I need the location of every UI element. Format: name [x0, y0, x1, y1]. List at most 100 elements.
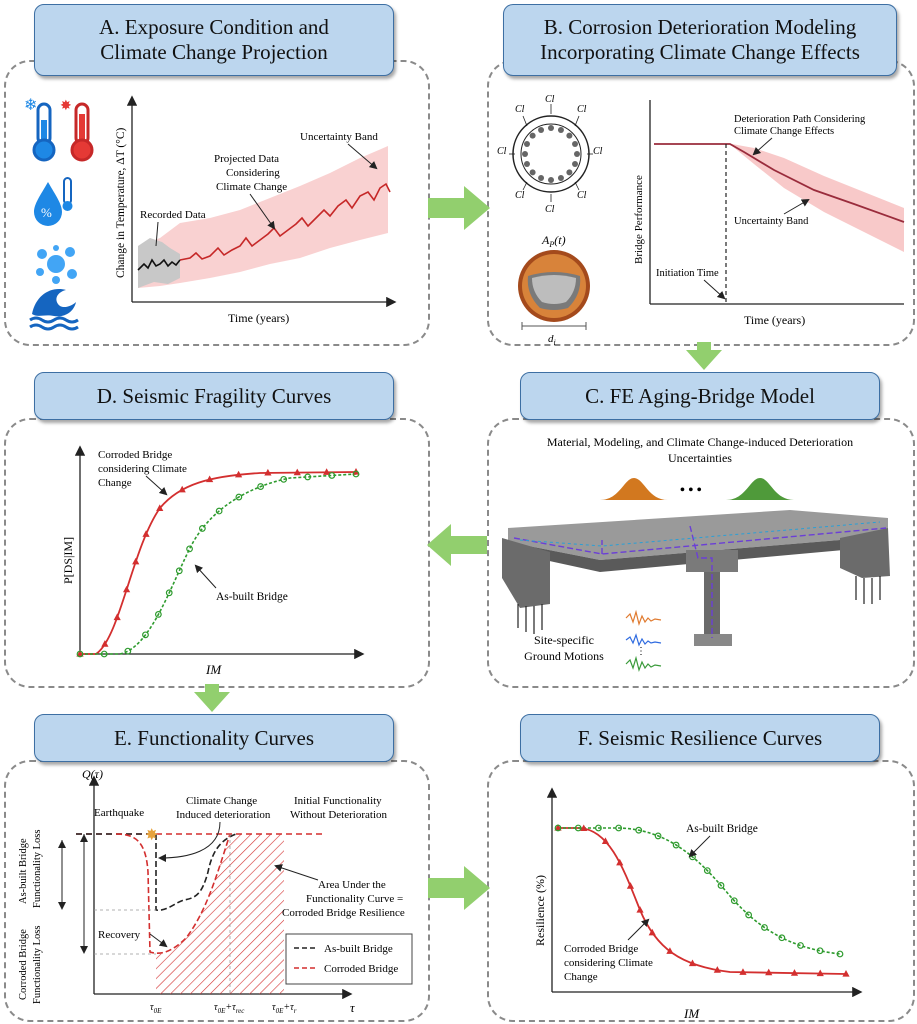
corroded-marker	[636, 906, 644, 913]
panel-e-title-text: E. Functionality Curves	[113, 725, 315, 750]
corroded-marker	[554, 824, 562, 831]
panel-e-legend-corroded: Corroded Bridge	[324, 963, 398, 975]
panel-a-chart: Change in Temperature, ΔT (°C) Time (yea…	[115, 95, 397, 325]
piles-left	[517, 604, 543, 634]
asbuilt-marker	[836, 950, 844, 958]
asbuilt-marker	[142, 631, 149, 639]
panel-a-projected-label-2: Considering	[226, 167, 280, 179]
corroded-marker	[234, 470, 243, 478]
asbuilt-marker	[816, 947, 824, 955]
functionality-corroded-curve	[115, 833, 231, 954]
panel-f-corroded-label-3: Change	[564, 971, 598, 983]
asbuilt-marker	[154, 611, 162, 618]
asbuilt-marker	[304, 473, 312, 481]
corroded-marker	[616, 858, 624, 866]
panel-e-xlabel: τ	[350, 1000, 356, 1015]
asbuilt-marker	[797, 942, 804, 949]
asbuilt-marker	[703, 867, 711, 874]
rebar-dot	[572, 141, 579, 148]
corroded-marker	[132, 557, 140, 565]
asbuilt-marker	[554, 824, 562, 832]
rebar-dot	[548, 177, 554, 183]
panel-e-asb-loss-2: Functionality Loss	[32, 830, 43, 908]
asbuilt-marker	[615, 824, 623, 832]
panel-d-corroded-label-2: considering Climate	[98, 463, 187, 475]
panel-e-title: E. Functionality Curves	[34, 714, 394, 762]
asbuilt-marker	[198, 525, 206, 532]
panel-e-area-label-3: Corroded Bridge Resilience	[282, 907, 405, 919]
panel-e-earthquake-label: Earthquake	[94, 807, 144, 819]
asbuilt-marker	[574, 824, 582, 832]
asbuilt-marker	[100, 650, 108, 658]
asbuilt-marker	[595, 824, 602, 832]
corroded-marker	[666, 947, 674, 954]
asbuilt-marker	[235, 493, 243, 501]
functionality-asbuilt-curve	[155, 833, 237, 912]
panel-c-gm-label-2: Ground Motions	[524, 649, 604, 663]
gm-dots: ⋮	[636, 646, 646, 657]
panel-d-asbuilt-label: As-built Bridge	[216, 591, 288, 603]
asbuilt-marker	[76, 650, 84, 658]
panel-f-title-text: F. Seismic Resilience Curves	[577, 725, 823, 750]
asbuilt-marker	[165, 589, 173, 597]
corroded-marker	[626, 882, 635, 889]
ground-motion-orange	[625, 609, 662, 627]
cl-label-tr: Cl	[577, 104, 587, 115]
asbuilt-marker	[186, 545, 193, 553]
panel-f-box	[487, 760, 915, 1022]
panel-a-title-line1: A. Exposure Condition and	[99, 15, 329, 39]
rebar-dot	[566, 169, 573, 176]
thermometer-cold-icon: ❄	[24, 97, 56, 162]
panel-c-title: C. FE Aging-Bridge Model	[520, 372, 880, 420]
panel-a-ylabel: Change in Temperature, ΔT (°C)	[115, 128, 127, 278]
asbuilt-marker	[761, 924, 768, 931]
corroded-marker	[122, 585, 131, 593]
fragility-corroded-curve	[80, 471, 357, 655]
corroded-marker	[323, 468, 331, 475]
panel-f-corroded-label-1: Corroded Bridge	[564, 943, 638, 955]
panel-e-cc-label-1: Climate Change	[186, 795, 257, 807]
panel-e-tick-1: τ0E	[150, 1002, 162, 1015]
rebar-dot	[523, 160, 530, 167]
distribution-green-icon	[726, 478, 794, 500]
fe-model-lines	[513, 525, 887, 638]
panel-c-title-text: C. FE Aging-Bridge Model	[585, 383, 815, 408]
panel-c-subtitle-1: Material, Modeling, and Climate Change-i…	[547, 435, 853, 449]
corroded-marker	[739, 968, 747, 975]
panel-f-asbuilt-label: As-built Bridge	[686, 823, 758, 835]
asbuilt-marker	[778, 934, 786, 942]
asbuilt-marker	[635, 826, 643, 834]
panel-e-recovery-label: Recovery	[98, 929, 141, 941]
projected-data-line	[179, 182, 391, 261]
arrow-d-to-e	[194, 684, 230, 712]
rebar-dot	[529, 169, 536, 176]
panel-a-recorded-label: Recorded Data	[140, 209, 206, 221]
corroded-marker	[816, 969, 824, 977]
panel-e-ylabel: Q(τ)	[82, 767, 103, 781]
rebar-dot	[538, 175, 545, 182]
panel-b-xlabel: Time (years)	[744, 313, 805, 327]
corroded-marker	[293, 468, 301, 476]
recorded-data-line	[137, 258, 181, 271]
panel-e-cor-loss-1: Corroded Bridge	[18, 929, 29, 1000]
asbuilt-marker	[672, 841, 680, 849]
panel-d-corroded-label-3: Change	[98, 477, 132, 489]
svg-text:❄: ❄	[24, 97, 37, 114]
panel-d-corroded-label-1: Corroded Bridge	[98, 449, 172, 461]
panel-a-xlabel: Time (years)	[228, 311, 289, 325]
rebar-dot	[557, 126, 564, 133]
resilience-corroded-markers	[554, 824, 850, 977]
deterioration-path	[654, 143, 905, 223]
arrow-a-to-b	[428, 186, 490, 230]
panel-f-corroded-label-2: considering Climate	[564, 957, 653, 969]
svg-text:✸: ✸	[60, 99, 72, 114]
panel-b-initiation-label: Initiation Time	[656, 268, 719, 279]
panel-d-ylabel: P[DS|IM]	[61, 537, 75, 584]
asbuilt-marker	[352, 470, 360, 478]
panel-f-xlabel: IM	[683, 1006, 700, 1021]
asbuilt-marker	[280, 475, 288, 483]
pier-footing	[694, 634, 732, 646]
rebar-dot	[572, 160, 579, 167]
panel-d-title: D. Seismic Fragility Curves	[34, 372, 394, 420]
panel-b-title-line2: Incorporating Climate Change Effects	[540, 40, 860, 64]
